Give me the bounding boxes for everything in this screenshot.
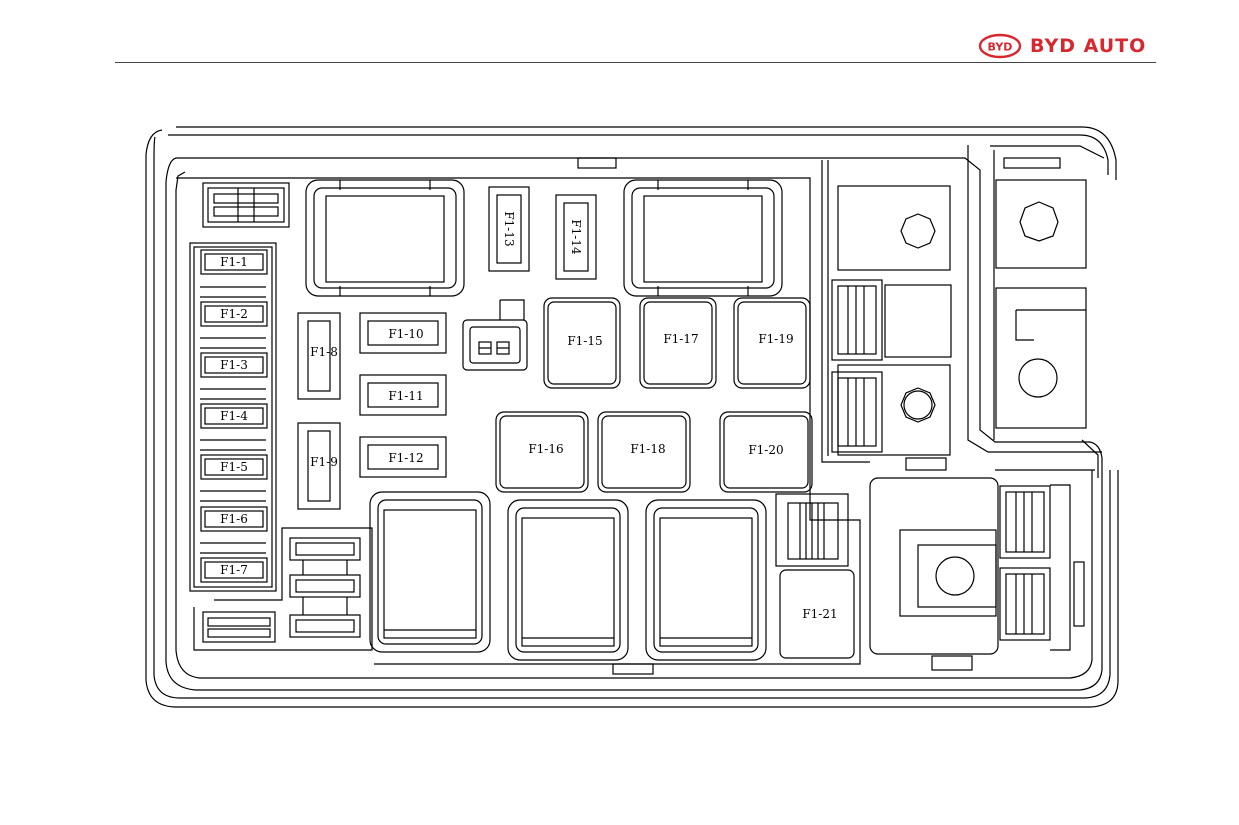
blade-fuse-f1-6 [200, 506, 268, 532]
label-f1-12: F1-12 [388, 451, 423, 465]
blade-fuse-f1-8 [297, 312, 341, 400]
blade-fuse-f1-1 [200, 249, 268, 275]
label-f1-13: F1-13 [502, 211, 516, 246]
blade-fuse-f1-14 [555, 194, 597, 280]
relay-bottom-2 [507, 499, 629, 661]
label-f1-20: F1-20 [748, 443, 783, 457]
relay-top-left [305, 179, 465, 297]
terminal-block-right [995, 179, 1087, 429]
relay-f1-17 [639, 297, 717, 389]
terminal-block-lower [869, 477, 1085, 655]
label-f1-14: F1-14 [569, 219, 583, 255]
left-fuse-rack [189, 242, 277, 592]
label-f1-9: F1-9 [310, 455, 338, 469]
relay-bottom-1 [369, 491, 491, 653]
diagnostic-connector [462, 299, 528, 371]
blade-fuse-f1-10 [359, 312, 447, 354]
brand-header: BYD BYD AUTO [978, 30, 1146, 62]
connector-small [775, 493, 849, 567]
label-f1-3: F1-3 [220, 358, 248, 372]
svg-text:BYD: BYD [988, 41, 1013, 54]
label-f1-6: F1-6 [220, 512, 248, 526]
terminal-block-upper [831, 185, 952, 456]
fuse-box-housing [145, 126, 1119, 708]
relay-top-right [623, 179, 783, 297]
blade-fuse-f1-4 [200, 403, 268, 429]
label-f1-11: F1-11 [388, 389, 423, 403]
spare-fuse-top-left [202, 182, 290, 228]
relay-f1-20 [719, 411, 813, 493]
spare-fuse-bottom-left [193, 527, 373, 651]
relay-bottom-3 [645, 499, 767, 661]
label-f1-10: F1-10 [388, 327, 423, 341]
label-f1-7: F1-7 [220, 563, 248, 577]
label-f1-1: F1-1 [220, 255, 248, 269]
blade-fuse-f1-5 [200, 454, 268, 480]
label-f1-18: F1-18 [630, 442, 665, 456]
label-f1-16: F1-16 [528, 442, 563, 456]
label-f1-4: F1-4 [220, 409, 248, 423]
blade-fuse-f1-13 [488, 186, 530, 272]
fuse-f1-21 [779, 569, 855, 659]
relay-f1-15 [543, 297, 621, 389]
blade-fuse-f1-9 [297, 422, 341, 510]
blade-fuse-f1-7 [200, 557, 268, 583]
relay-f1-16 [495, 411, 589, 493]
blade-fuse-f1-11 [359, 374, 447, 416]
fuse-labels: F1-1 F1-2 F1-3 F1-4 F1-5 F1-6 F1-7 F1-8 … [220, 211, 837, 621]
blade-fuse-f1-12 [359, 436, 447, 478]
label-f1-15: F1-15 [567, 334, 602, 348]
brand-name: BYD AUTO [1030, 35, 1147, 57]
blade-fuse-f1-3 [200, 352, 268, 378]
label-f1-21: F1-21 [802, 607, 837, 621]
relay-f1-19 [733, 297, 811, 389]
label-f1-17: F1-17 [663, 332, 698, 346]
relay-f1-18 [597, 411, 691, 493]
label-f1-5: F1-5 [220, 460, 248, 474]
label-f1-19: F1-19 [758, 332, 793, 346]
byd-logo-icon: BYD [978, 33, 1022, 59]
header-rule [115, 62, 1156, 63]
label-f1-2: F1-2 [220, 307, 248, 321]
blade-fuse-f1-2 [200, 301, 268, 327]
spare-fuse-stack [289, 537, 361, 638]
housing-tabs [577, 157, 1061, 675]
label-f1-8: F1-8 [310, 345, 338, 359]
